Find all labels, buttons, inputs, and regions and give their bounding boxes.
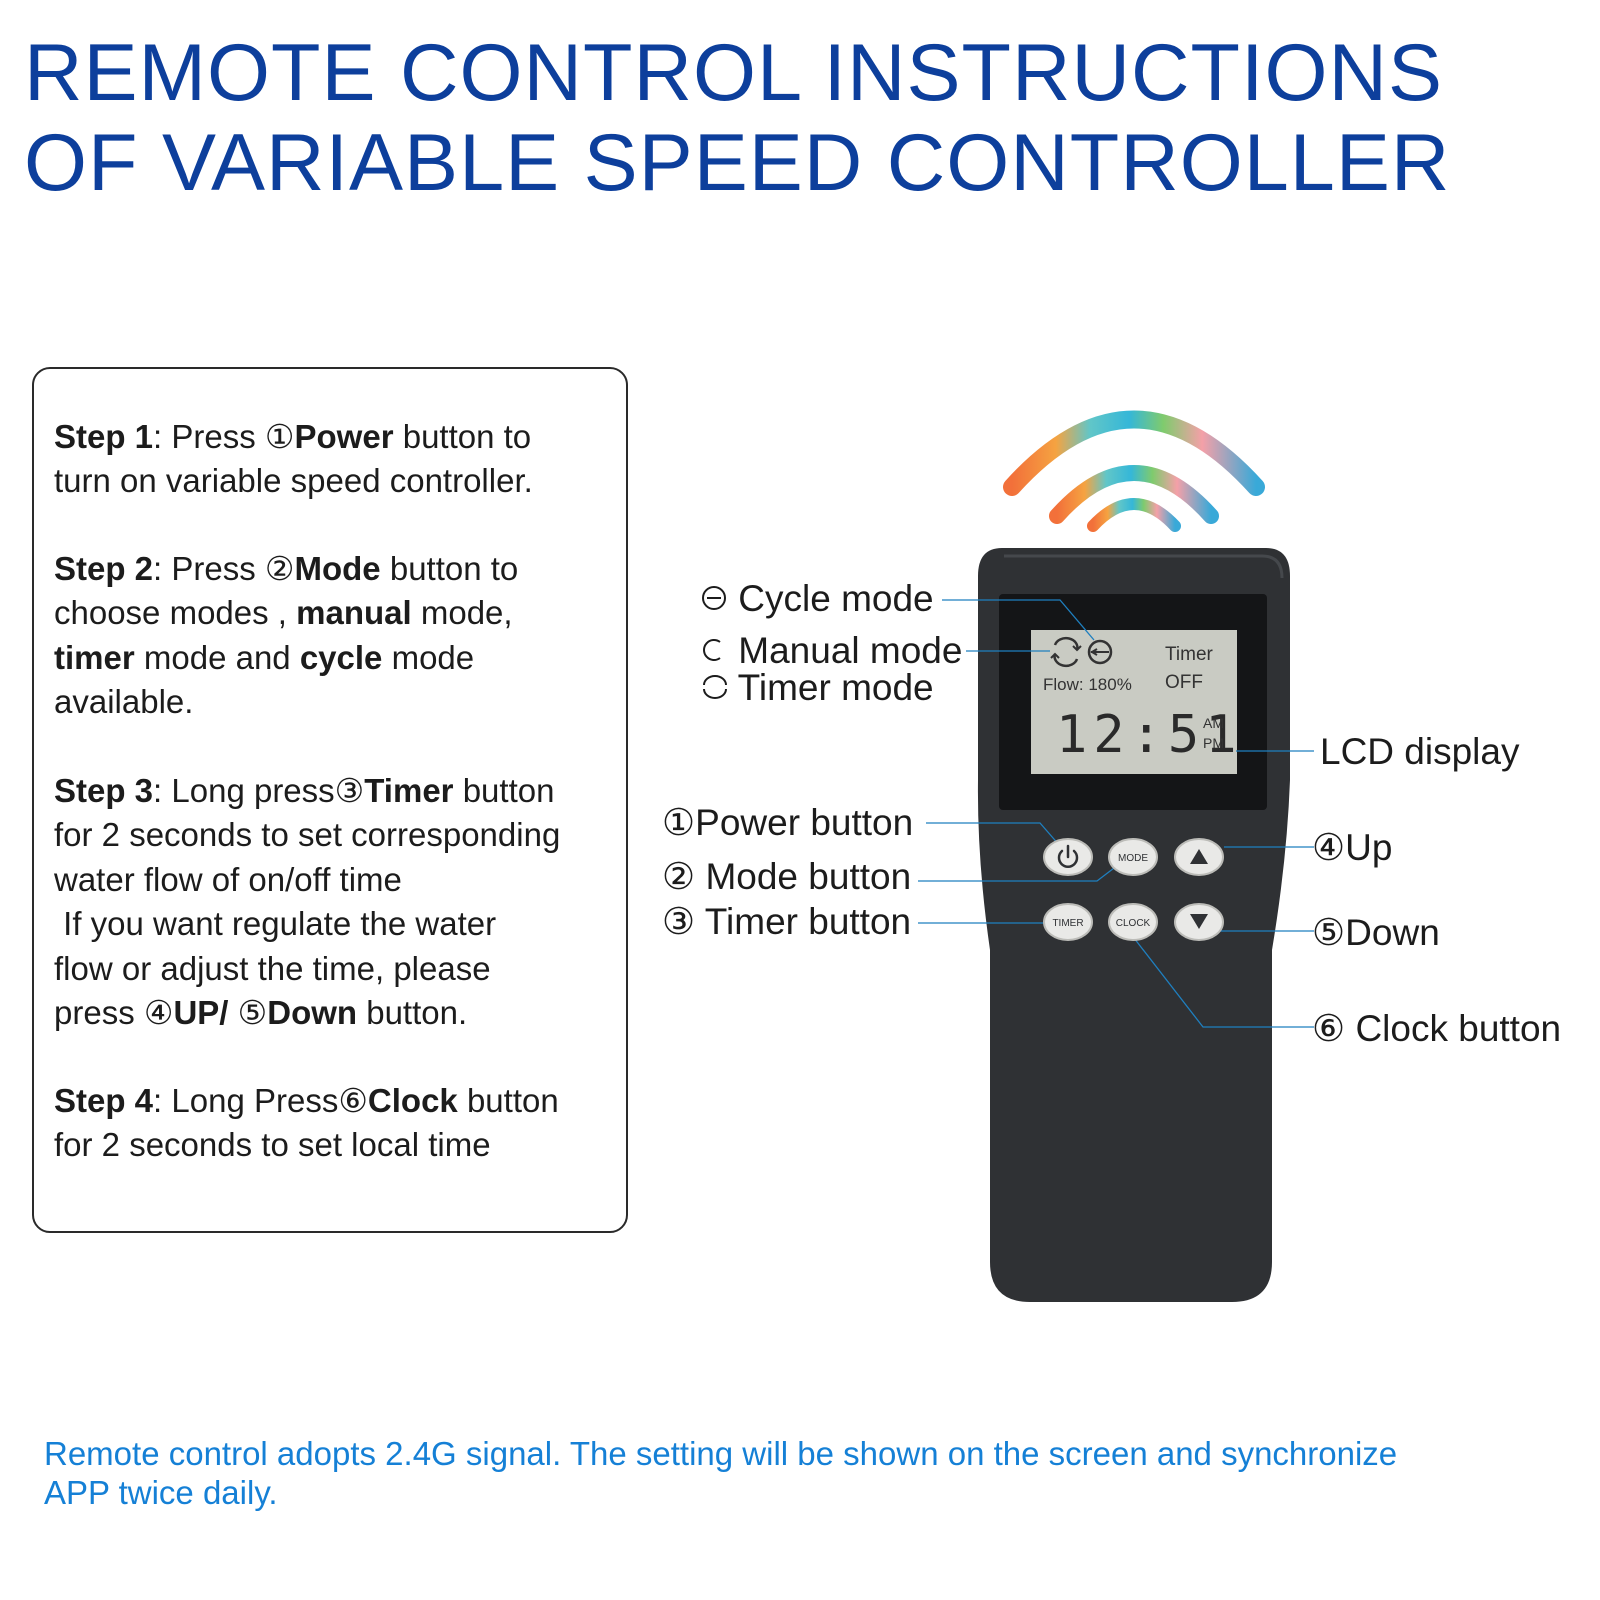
step-4-clock: Clock xyxy=(367,1082,458,1119)
page-title: REMOTE CONTROL INSTRUCTIONS OF VARIABLE … xyxy=(24,28,1584,208)
leader-lines xyxy=(918,599,1314,1028)
step-2-manual: manual xyxy=(296,594,412,632)
cycle-mode-icon xyxy=(700,579,728,619)
step-3-text: press ④ xyxy=(54,994,174,1032)
step-3-text: If you want regulate the water xyxy=(54,905,497,943)
callout-timer-button: ③ Timer button xyxy=(662,902,911,942)
down-triangle-icon xyxy=(1190,914,1208,929)
step-4-text: : Long Press⑥ xyxy=(153,1082,368,1119)
step-3-down: Down xyxy=(267,994,358,1032)
up-label: Up xyxy=(1345,827,1393,868)
timer-mode-label: Timer mode xyxy=(737,667,934,708)
lcd-screen xyxy=(1031,630,1237,774)
step-4-label: Step 4 xyxy=(54,1082,154,1119)
step-2: Step 2: Press ②Mode button to choose mod… xyxy=(54,547,620,725)
mode-number: ② xyxy=(662,856,696,897)
power-number: ① xyxy=(662,802,696,843)
timer-mode-lcd-icon xyxy=(1050,636,1082,668)
step-2-mode: Mode xyxy=(294,550,381,587)
callout-down: ⑤Down xyxy=(1312,913,1440,953)
callout-clock-button: ⑥ Clock button xyxy=(1312,1009,1561,1049)
callout-timer-mode: Timer mode xyxy=(700,668,934,708)
footer-note: Remote control adopts 2.4G signal. The s… xyxy=(44,1434,1564,1512)
cycle-mode-lcd-icon xyxy=(1087,639,1113,665)
step-1-label: Step 1 xyxy=(54,418,154,455)
lcd-flow: Flow: 180% xyxy=(1043,675,1132,694)
step-2-text: mode xyxy=(382,638,475,676)
manual-mode-icon xyxy=(700,631,728,671)
lcd-pm: PM xyxy=(1203,735,1224,751)
step-3-text: : Long press③ xyxy=(153,772,365,809)
power-button[interactable] xyxy=(1043,838,1093,876)
lcd-timer-state: OFF xyxy=(1165,672,1203,693)
clock-button-label-text: Clock button xyxy=(1355,1008,1562,1049)
step-2-text: button to xyxy=(380,550,519,587)
step-3: Step 3: Long press③Timer button for 2 se… xyxy=(54,769,620,1035)
step-3-text: for 2 seconds to set corresponding xyxy=(54,816,561,854)
lcd-am: AM xyxy=(1203,715,1224,731)
step-2-label: Step 2 xyxy=(54,550,154,587)
down-number: ⑤ xyxy=(1312,912,1346,953)
timer-button-label-text: Timer button xyxy=(704,901,912,942)
clock-button[interactable]: CLOCK xyxy=(1108,903,1158,941)
mode-button-label-text: Mode button xyxy=(705,856,912,897)
title-line-2: OF VARIABLE SPEED CONTROLLER xyxy=(24,118,1451,208)
down-button[interactable] xyxy=(1174,903,1224,941)
callout-lcd-display: LCD display xyxy=(1320,732,1519,772)
step-3-label: Step 3 xyxy=(54,772,154,809)
mode-button[interactable]: MODE xyxy=(1108,838,1158,876)
up-number: ④ xyxy=(1312,827,1346,868)
power-button-label: Power button xyxy=(695,802,914,843)
down-label: Down xyxy=(1345,912,1440,953)
step-4: Step 4: Long Press⑥Clock button for 2 se… xyxy=(54,1079,620,1168)
cycle-mode-label: Cycle mode xyxy=(738,578,934,619)
lcd-timer-label: Timer xyxy=(1165,644,1214,665)
callout-up: ④Up xyxy=(1312,828,1392,868)
callout-cycle-mode: Cycle mode xyxy=(700,579,934,619)
step-2-text: : Press ② xyxy=(153,550,295,587)
step-2-text: choose modes , xyxy=(54,594,297,632)
step-2-text: available. xyxy=(54,683,194,721)
step-1-text: : Press ① xyxy=(153,418,295,455)
footer-line-2: APP twice daily. xyxy=(44,1474,278,1511)
power-icon xyxy=(1057,844,1079,868)
title-line-1: REMOTE CONTROL INSTRUCTIONS xyxy=(24,28,1444,118)
timer-button-label: TIMER xyxy=(1052,918,1083,929)
step-3-up: UP/ xyxy=(173,994,229,1032)
wireless-signal-icon xyxy=(1003,410,1265,532)
callout-power-button: ①Power button xyxy=(662,803,913,843)
timer-mode-icon xyxy=(700,668,728,708)
step-3-text: flow or adjust the time, please xyxy=(54,949,491,987)
up-triangle-icon xyxy=(1190,849,1208,864)
step-1-text: button to xyxy=(393,418,532,455)
step-1-text: turn on variable speed controller. xyxy=(54,462,533,500)
step-4-text: for 2 seconds to set local time xyxy=(54,1126,491,1164)
footer-line-1: Remote control adopts 2.4G signal. The s… xyxy=(44,1435,1398,1472)
step-1-power: Power xyxy=(294,418,394,455)
mode-button-label: MODE xyxy=(1118,853,1148,864)
clock-button-label: CLOCK xyxy=(1116,918,1151,929)
instructions-panel: Step 1: Press ①Power button to turn on v… xyxy=(32,367,628,1233)
step-1: Step 1: Press ①Power button to turn on v… xyxy=(54,415,620,504)
step-2-timer: timer xyxy=(54,638,135,676)
lcd-display-label: LCD display xyxy=(1320,731,1520,772)
manual-mode-label: Manual mode xyxy=(738,630,963,671)
timer-number: ③ xyxy=(662,901,696,942)
step-3-text: button. xyxy=(357,994,468,1032)
step-3-timer: Timer xyxy=(364,772,454,809)
timer-button[interactable]: TIMER xyxy=(1043,903,1093,941)
step-3-text: ⑤ xyxy=(228,994,268,1032)
callout-manual-mode: Manual mode xyxy=(700,631,962,671)
callout-mode-button: ② Mode button xyxy=(662,857,911,897)
lcd-time: 12:51 xyxy=(1056,705,1243,765)
step-3-text: water flow of on/off time xyxy=(54,860,402,898)
step-3-text: button xyxy=(453,772,555,809)
step-2-cycle: cycle xyxy=(299,638,383,676)
step-2-text: mode and xyxy=(134,638,300,676)
step-2-text: mode, xyxy=(411,594,513,632)
step-4-text: button xyxy=(457,1082,559,1119)
clock-number: ⑥ xyxy=(1312,1008,1346,1049)
up-button[interactable] xyxy=(1174,838,1224,876)
